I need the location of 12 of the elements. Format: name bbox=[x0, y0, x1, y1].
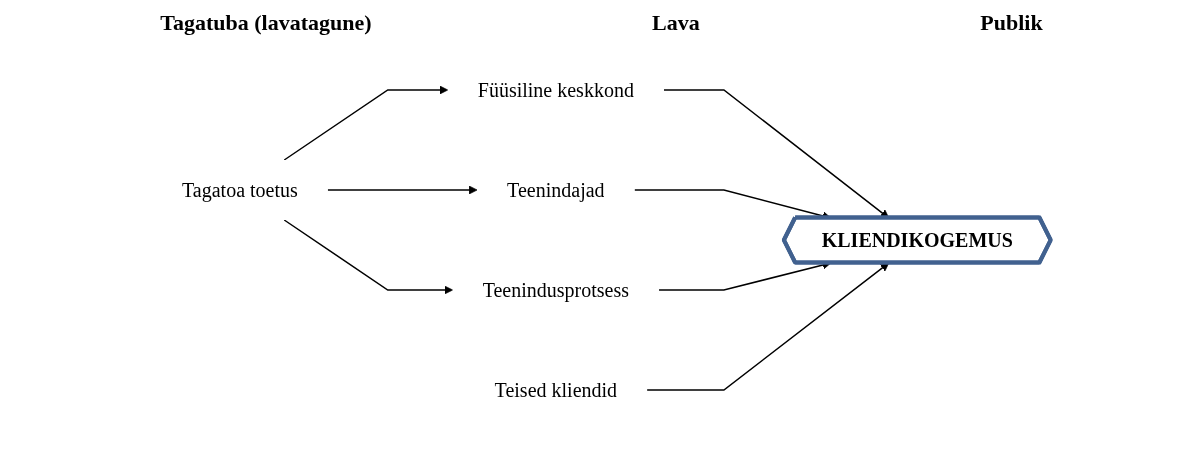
arrow bbox=[646, 262, 890, 391]
arrow bbox=[283, 219, 454, 295]
arrow bbox=[327, 185, 478, 195]
column-heading: Tagatuba (lavatagune) bbox=[160, 10, 372, 37]
node-text: Füüsiline keskkond bbox=[477, 79, 635, 101]
node-text: Teenindusprotsess bbox=[482, 279, 630, 301]
column-heading: Publik bbox=[980, 10, 1043, 37]
node-text: Teenindajad bbox=[507, 179, 605, 201]
arrow bbox=[283, 85, 449, 161]
node-text: Tagatoa toetus bbox=[182, 179, 298, 201]
column-heading: Lava bbox=[652, 10, 700, 37]
node-text: Teised kliendid bbox=[494, 379, 618, 401]
